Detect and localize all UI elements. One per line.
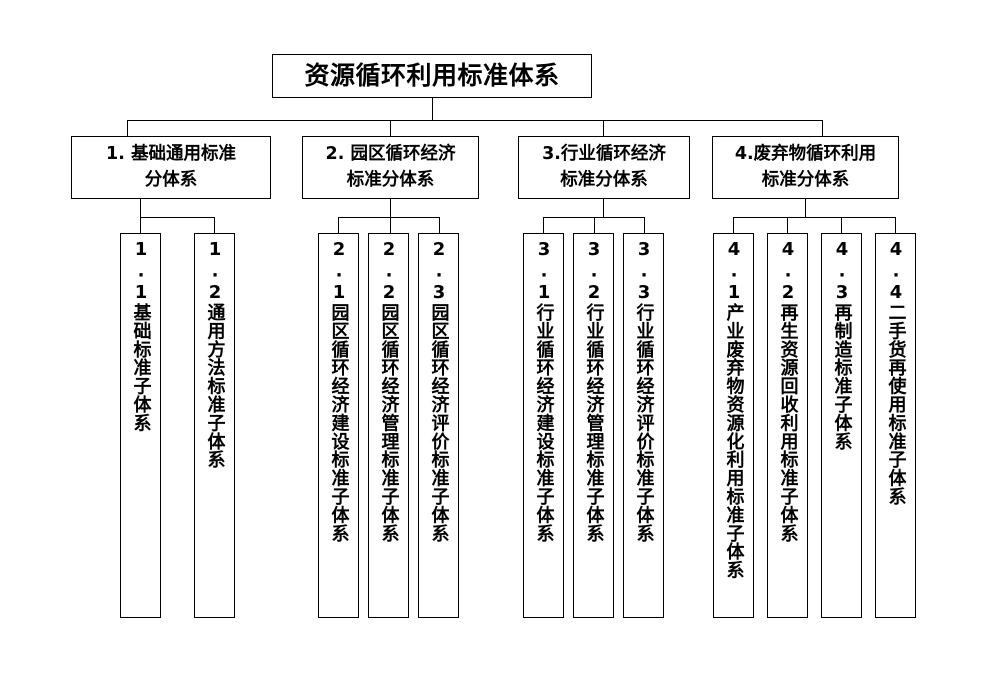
connector-cat1-to-leaf-1	[140, 217, 141, 233]
leaf-box-1-2: 1.2通用方法标准子体系	[194, 233, 235, 618]
leaf-label-3-2: 3.2行业循环经济管理标准子体系	[583, 239, 605, 543]
connector-cat4-to-leaf-1	[733, 217, 734, 233]
connector-cat1-to-leaf-2	[214, 217, 215, 233]
leaf-label-3-1: 3.1行业循环经济建设标准子体系	[533, 239, 555, 543]
leaf-label-4-1: 4.1产业废弃物资源化利用标准子体系	[723, 239, 745, 580]
category-label-3: 3.行业循环经济 标准分体系	[542, 144, 666, 190]
connector-cat2-to-leaf-3	[439, 217, 440, 233]
root-node-box: 资源循环利用标准体系	[272, 54, 592, 98]
category-box-2: 2. 园区循环经济 标准分体系	[302, 136, 479, 199]
connector-bus-to-cat-2	[390, 120, 391, 136]
leaf-box-4-4: 4.4二手货再使用标准子体系	[875, 233, 916, 618]
leaf-label-4-3: 4.3再制造标准子体系	[831, 239, 853, 451]
connector-cat1-bus	[140, 217, 214, 218]
category-box-1: 1. 基础通用标准 分体系	[71, 136, 271, 199]
connector-cat3-bus	[543, 217, 644, 218]
connector-cat2-to-leaf-1	[338, 217, 339, 233]
leaf-label-3-3: 3.3行业循环经济评价标准子体系	[633, 239, 655, 543]
root-node-label: 资源循环利用标准体系	[304, 61, 560, 91]
connector-bus-to-cat-1	[127, 120, 128, 136]
connector-cat4-to-leaf-4	[895, 217, 896, 233]
leaf-box-2-3: 2.3园区循环经济评价标准子体系	[418, 233, 459, 618]
leaf-box-4-3: 4.3再制造标准子体系	[821, 233, 862, 618]
category-label-4: 4.废弃物循环利用 标准分体系	[734, 144, 877, 190]
connector-cat3-stem	[603, 199, 604, 217]
leaf-box-3-2: 3.2行业循环经济管理标准子体系	[573, 233, 614, 618]
leaf-box-4-2: 4.2再生资源回收利用标准子体系	[767, 233, 808, 618]
category-label-2: 2. 园区循环经济 标准分体系	[325, 144, 456, 190]
connector-cat1-stem	[140, 199, 141, 217]
connector-bus-to-cat-4	[822, 120, 823, 136]
connector-bus-to-cat-3	[603, 120, 604, 136]
leaf-box-4-1: 4.1产业废弃物资源化利用标准子体系	[713, 233, 754, 618]
leaf-label-2-3: 2.3园区循环经济评价标准子体系	[428, 239, 450, 543]
leaf-label-4-4: 4.4二手货再使用标准子体系	[885, 239, 907, 506]
connector-cat4-to-leaf-3	[841, 217, 842, 233]
connector-level1-bus	[127, 120, 822, 121]
connector-cat2-to-leaf-2	[390, 217, 391, 233]
connector-cat4-to-leaf-2	[787, 217, 788, 233]
connector-cat4-bus	[733, 217, 895, 218]
connector-cat4-stem	[805, 199, 806, 217]
connector-cat2-stem	[390, 199, 391, 217]
leaf-box-2-1: 2.1园区循环经济建设标准子体系	[318, 233, 359, 618]
leaf-label-2-1: 2.1园区循环经济建设标准子体系	[328, 239, 350, 543]
connector-root-stem	[432, 98, 433, 120]
category-label-1: 1. 基础通用标准 分体系	[106, 144, 236, 190]
leaf-box-3-1: 3.1行业循环经济建设标准子体系	[523, 233, 564, 618]
connector-cat3-to-leaf-3	[644, 217, 645, 233]
leaf-box-1-1: 1.1基础标准子体系	[120, 233, 161, 618]
leaf-label-4-2: 4.2再生资源回收利用标准子体系	[777, 239, 799, 543]
connector-cat3-to-leaf-2	[594, 217, 595, 233]
leaf-label-1-1: 1.1基础标准子体系	[130, 239, 152, 432]
connector-cat2-bus	[338, 217, 439, 218]
leaf-label-2-2: 2.2园区循环经济管理标准子体系	[378, 239, 400, 543]
category-box-4: 4.废弃物循环利用 标准分体系	[712, 136, 899, 199]
leaf-box-2-2: 2.2园区循环经济管理标准子体系	[368, 233, 409, 618]
category-box-3: 3.行业循环经济 标准分体系	[518, 136, 690, 199]
leaf-label-1-2: 1.2通用方法标准子体系	[204, 239, 226, 469]
leaf-box-3-3: 3.3行业循环经济评价标准子体系	[623, 233, 664, 618]
connector-cat3-to-leaf-1	[543, 217, 544, 233]
